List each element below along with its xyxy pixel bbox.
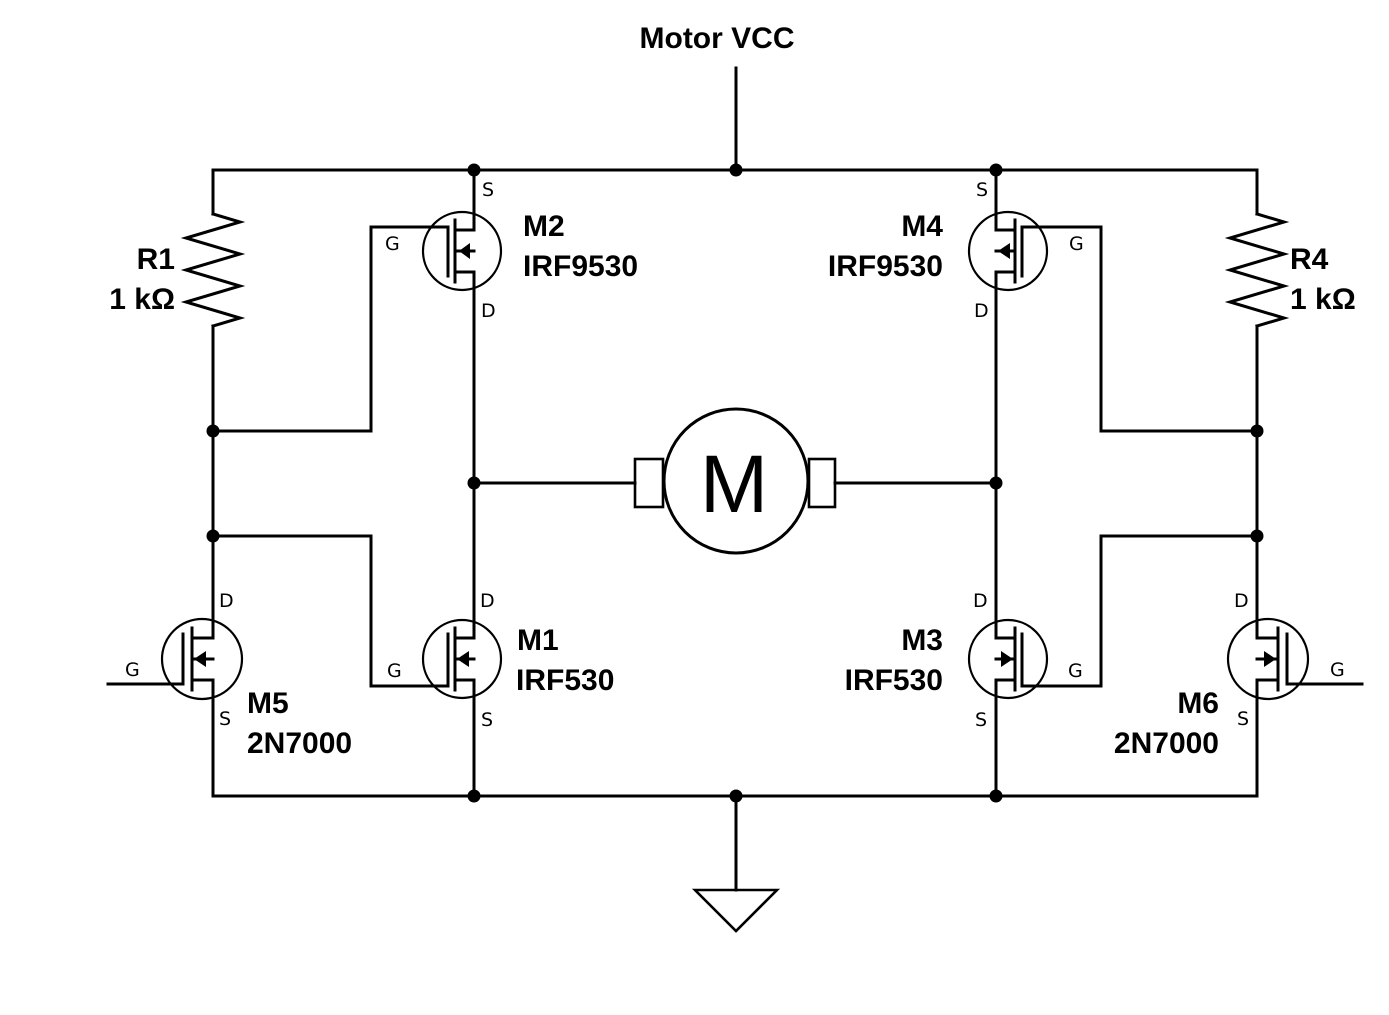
- motor: M: [472, 407, 998, 555]
- m2-ref: M2: [523, 210, 565, 243]
- m1-ref: M1: [517, 624, 559, 657]
- r4-value: 1 kΩ: [1290, 283, 1356, 316]
- junction-dot: [729, 789, 743, 803]
- m5-pin-drain: D: [219, 590, 234, 612]
- m1-part: IRF530: [516, 664, 614, 697]
- m1-pin-drain: D: [480, 590, 495, 612]
- junction-dot: [989, 789, 1003, 803]
- r4-ref: R4: [1290, 243, 1329, 276]
- m2-part: IRF9530: [523, 250, 638, 283]
- mosfet-m5: D G S M5 2N7000: [106, 590, 352, 760]
- m1-pin-gate: G: [387, 660, 402, 682]
- mosfet-m1: D G S M1 IRF530: [387, 590, 614, 731]
- m4-gate-wire: [1047, 225, 1259, 433]
- junction-dot: [1250, 529, 1264, 543]
- m5-pin-gate: G: [125, 659, 140, 681]
- m5-ref: M5: [247, 687, 289, 720]
- junction-dot: [206, 529, 220, 543]
- r1-value: 1 kΩ: [109, 283, 175, 316]
- m3-pin-source: S: [975, 709, 987, 731]
- m2-pin-drain: D: [481, 300, 496, 322]
- junction-dot: [1250, 424, 1264, 438]
- m2-pin-gate: G: [385, 233, 400, 255]
- m4-pin-gate: G: [1069, 233, 1084, 255]
- m6-ref: M6: [1177, 687, 1219, 720]
- motor-vcc-label: Motor VCC: [640, 22, 795, 55]
- motor-vcc-supply: Motor VCC: [640, 22, 795, 172]
- m4-pin-source: S: [976, 179, 988, 201]
- m3-pin-gate: G: [1068, 660, 1083, 682]
- mosfet-m6: D G S M6 2N7000: [1114, 590, 1364, 760]
- junction-dots: [206, 163, 1264, 803]
- resistor-r4: R4 1 kΩ: [1224, 212, 1356, 620]
- m2-gate-wire: [211, 225, 425, 433]
- m3-part: IRF530: [845, 664, 943, 697]
- m3-gate-wire: [1047, 534, 1259, 688]
- junction-dot: [989, 163, 1003, 177]
- m6-pin-gate: G: [1330, 659, 1345, 681]
- r1-ref: R1: [137, 243, 175, 276]
- junction-dot: [467, 789, 481, 803]
- m6-part: 2N7000: [1114, 727, 1219, 760]
- mosfet-m2: S G D M2 IRF9530: [385, 168, 638, 322]
- m4-pin-drain: D: [974, 300, 989, 322]
- mosfet-m4: S G D M4 IRF9530: [828, 168, 1084, 322]
- m6-pin-drain: D: [1234, 590, 1249, 612]
- m1-pin-source: S: [481, 709, 493, 731]
- mosfet-m3: D G S M3 IRF530: [845, 590, 1083, 731]
- m4-part: IRF9530: [828, 250, 943, 283]
- top-rail: [211, 168, 1259, 216]
- m3-ref: M3: [901, 624, 943, 657]
- m5-part: 2N7000: [247, 727, 352, 760]
- junction-dot: [467, 476, 481, 490]
- junction-dot: [467, 163, 481, 177]
- m1-gate-wire: [211, 534, 425, 688]
- m6-pin-source: S: [1237, 708, 1249, 730]
- junction-dot: [206, 424, 220, 438]
- junction-dot: [729, 163, 743, 177]
- junction-dot: [989, 476, 1003, 490]
- ground-symbol: [691, 794, 781, 933]
- m4-ref: M4: [901, 210, 943, 243]
- bottom-rail: [211, 696, 1259, 798]
- m3-pin-drain: D: [973, 590, 988, 612]
- m5-pin-source: S: [219, 708, 231, 730]
- m2-pin-source: S: [482, 179, 494, 201]
- resistor-r1: R1 1 kΩ: [109, 212, 246, 620]
- motor-letter: M: [700, 439, 768, 530]
